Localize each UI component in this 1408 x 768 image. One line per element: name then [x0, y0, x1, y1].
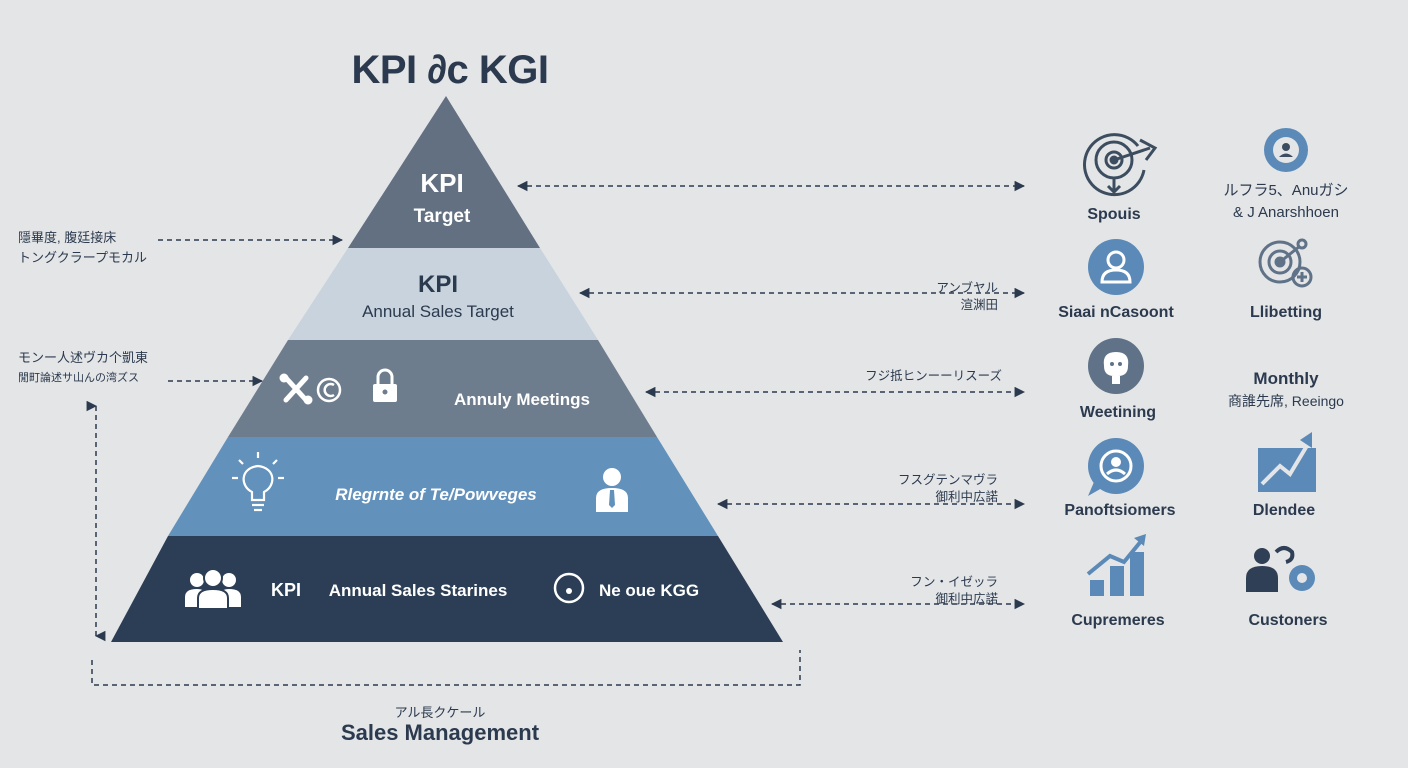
- left-label-1: 隱畢度, 腹廷接床 トングクラープモカル: [18, 228, 147, 268]
- connector-label-2-line2: 渲渊田: [960, 298, 998, 312]
- icon-label-r3c2-line1: Monthly: [1253, 369, 1319, 388]
- left-label-1-line1: 隱畢度, 腹廷接床: [18, 230, 117, 245]
- target-gear-icon: [1258, 238, 1313, 288]
- connector-label-5-line2: 御利中広諾: [935, 592, 998, 606]
- diagram-title: KPI ∂c KGI: [351, 48, 549, 92]
- tools-icon: [279, 373, 313, 405]
- icon-label-r3c2-line2: 商誰先席, Reeingo: [1228, 393, 1344, 409]
- tier1-target-label: Target: [414, 206, 471, 227]
- connector-label-4-line2: 御利中広諾: [935, 490, 998, 504]
- icon-label-r5c1: Cupremeres: [1071, 612, 1165, 629]
- left-label-2: モンー人述ヴカ个凱東 閒町論述サ山んの湾ズス: [18, 348, 148, 388]
- left-label-2-line1: モンー人述ヴカ个凱東: [18, 350, 149, 365]
- connector-label-4-line1: フスグテンマヴラ: [897, 473, 998, 487]
- bar-growth-icon: [1086, 534, 1146, 596]
- copyright-icon: [316, 377, 342, 403]
- connector-label-2-line1: アンブヤル: [936, 281, 998, 295]
- connector-label-3: フジ抵ヒンーーリスーズ: [865, 368, 1002, 385]
- icon-label-r3c2: Monthly 商誰先席, Reeingo: [1176, 368, 1396, 412]
- person-icon: [1088, 239, 1144, 295]
- bottom-bracket: [91, 650, 801, 686]
- pyramid-tier-5: [111, 536, 783, 642]
- icon-label-r1c2-line1: ルフラ5、Anuガシ: [1223, 182, 1349, 199]
- icon-label-r4c2: Dlendee: [1252, 502, 1316, 519]
- tier1-kpi-label: KPI: [420, 168, 463, 198]
- tier3-meetings-label: Annuly Meetings: [454, 390, 590, 409]
- left-label-1-line2: トングクラープモカル: [18, 250, 147, 265]
- connector-label-5-line1: フン・イゼッラ: [910, 575, 998, 589]
- person-gear-icon: [1246, 546, 1315, 592]
- icon-label-r3c1: Weetining: [1079, 404, 1157, 421]
- icon-label-r1c2-line2: & J Anarshhoen: [1233, 204, 1339, 221]
- icon-label-r1c1: Spouis: [1087, 206, 1141, 223]
- tier5-sales-label: Annual Sales Starines: [329, 581, 508, 600]
- tier2-kpi-label: KPI: [418, 271, 458, 298]
- icon-label-r2c2: Llibetting: [1250, 304, 1322, 321]
- user-chat-icon: [1088, 438, 1144, 496]
- pyramid-tier-2: [288, 248, 598, 340]
- icon-label-r5c2: Custoners: [1248, 612, 1328, 629]
- footer-subtitle: アル長クケール: [394, 705, 486, 720]
- pyramid-tier-4: [168, 437, 718, 536]
- team-icon: [185, 568, 241, 610]
- refresh-icon: [553, 572, 585, 604]
- tier5-kpi-label: KPI: [271, 580, 301, 600]
- tier5-kgg-label: Ne oue KGG: [599, 581, 699, 600]
- icon-label-r2c1: Siaai nCasoont: [1058, 304, 1174, 321]
- user-circle-icon: [1264, 128, 1308, 172]
- tier2-annual-sales-target: Annual Sales Target: [362, 302, 514, 321]
- left-label-2-line2: 閒町論述サ山んの湾ズス: [18, 372, 139, 384]
- connector-label-5: フン・イゼッラ 御利中広諾: [910, 574, 998, 608]
- pyramid-tier-1: [348, 96, 540, 248]
- target-icon: [1083, 133, 1158, 197]
- tier4-label: Rlegrnte of Te/Powveges: [335, 485, 537, 504]
- lock-icon: [373, 368, 397, 402]
- pyramid-tier-3: [228, 340, 657, 437]
- connector-label-3-line1: フジ抵ヒンーーリスーズ: [865, 369, 1002, 383]
- connector-label-4: フスグテンマヴラ 御利中広諾: [898, 472, 998, 506]
- connector-label-2: アンブヤル 渲渊田: [936, 280, 998, 314]
- lightbulb-icon: [232, 452, 284, 512]
- businessman-icon: [596, 468, 628, 512]
- icon-label-r1c2: ルフラ5、Anuガシ & J Anarshhoen: [1176, 180, 1396, 224]
- growth-chart-icon: [1258, 432, 1316, 492]
- footer-title: Sales Management: [340, 720, 540, 745]
- icon-label-r4c1: Panoftsiomers: [1064, 502, 1176, 519]
- brain-icon: [1088, 338, 1144, 394]
